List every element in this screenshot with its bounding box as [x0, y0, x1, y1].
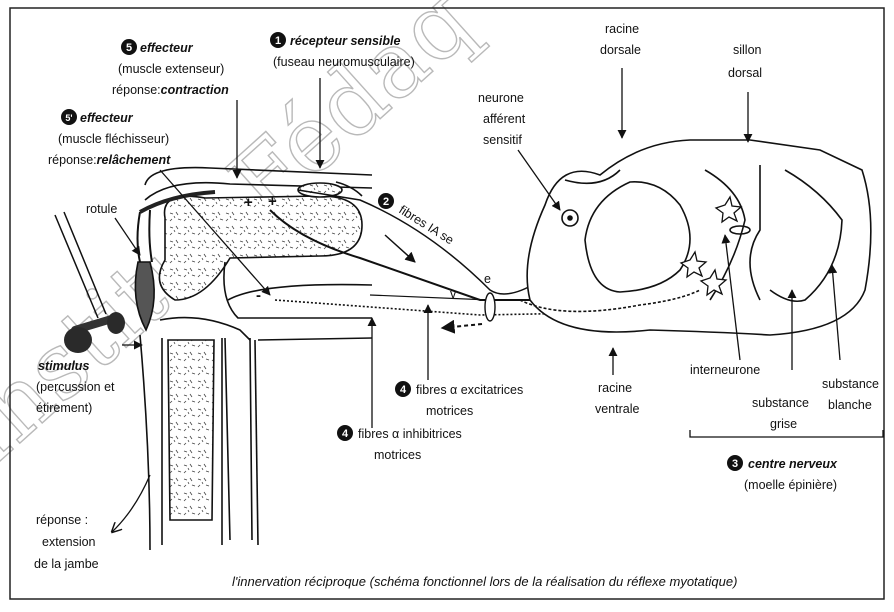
racine-dorsale-line1: racine	[605, 22, 639, 36]
neurone-line3: sensitif	[483, 133, 522, 147]
effecteur2-sub: (muscle fléchisseur)	[58, 132, 169, 146]
badge-5-label: 5	[126, 42, 132, 54]
reponse-line1: réponse :	[36, 513, 88, 527]
caption: l'innervation réciproque (schéma fonctio…	[232, 574, 737, 589]
substance-blanche-line2: blanche	[828, 398, 872, 412]
arrow-neurone	[518, 150, 560, 210]
racine-ventrale-line1: racine	[598, 381, 632, 395]
plus-sign-2: +	[268, 193, 277, 210]
afferent-arrow	[385, 235, 415, 262]
stimulus-line2: étirement)	[36, 401, 92, 415]
centre-bracket	[690, 430, 883, 437]
fibres-ia-label: fibres IA se	[396, 203, 456, 248]
substance-grise-line2: grise	[770, 417, 797, 431]
arrow-reponse	[112, 475, 150, 532]
nerve-junction	[485, 293, 495, 321]
interneurone-label: interneurone	[690, 363, 760, 377]
substance-blanche-line1: substance	[822, 377, 879, 391]
badge-4-inh-label: 4	[342, 428, 349, 440]
fibres-inh-line1: fibres α inhibitrices	[358, 427, 462, 441]
fibres-exc-line2: motrices	[426, 404, 473, 418]
inhibitory-arrow	[442, 324, 482, 328]
centre-sub: (moelle épinière)	[744, 478, 837, 492]
effecteur1-reponse: réponse:contraction	[112, 83, 229, 97]
neurone-line1: neurone	[478, 91, 524, 105]
label-e: e	[484, 272, 491, 286]
centre-title: centre nerveux	[748, 457, 838, 471]
racine-dorsale-line2: dorsale	[600, 43, 641, 57]
effecteur1-title: effecteur	[140, 41, 194, 55]
plus-sign-1: +	[244, 194, 253, 211]
sillon-line1: sillon	[733, 43, 762, 57]
badge-1-label: 1	[275, 35, 281, 47]
effecteur2-title: effecteur	[80, 111, 134, 125]
substance-grise-line1: substance	[752, 396, 809, 410]
minus-sign-1: -	[256, 287, 261, 304]
rotule-label: rotule	[86, 202, 117, 216]
badge-3-label: 3	[732, 458, 738, 470]
sillon-line2: dorsal	[728, 66, 762, 80]
effecteur2-reponse: réponse:relâchement	[48, 153, 171, 167]
fibres-exc-line1: fibres α excitatrices	[416, 383, 523, 397]
stimulus-title: stimulus	[38, 359, 89, 373]
effecteur1-sub: (muscle extenseur)	[118, 62, 224, 76]
spinal-cord	[520, 140, 871, 335]
leg	[135, 168, 372, 550]
reponse-line2: extension	[42, 535, 96, 549]
recepteur-sub: (fuseau neuromusculaire)	[273, 55, 415, 69]
badge-2-label: 2	[383, 196, 389, 208]
fibres-inh-line2: motrices	[374, 448, 421, 462]
recepteur-title: récepteur sensible	[290, 34, 401, 48]
reponse-line3: de la jambe	[34, 557, 99, 571]
racine-ventrale-line2: ventrale	[595, 402, 640, 416]
label-v: v	[450, 287, 457, 301]
stimulus-line1: (percussion et	[36, 380, 115, 394]
neurone-line2: afférent	[483, 112, 526, 126]
badge-4-exc-label: 4	[400, 384, 407, 396]
badge-5-prime-label: 5'	[65, 113, 72, 123]
